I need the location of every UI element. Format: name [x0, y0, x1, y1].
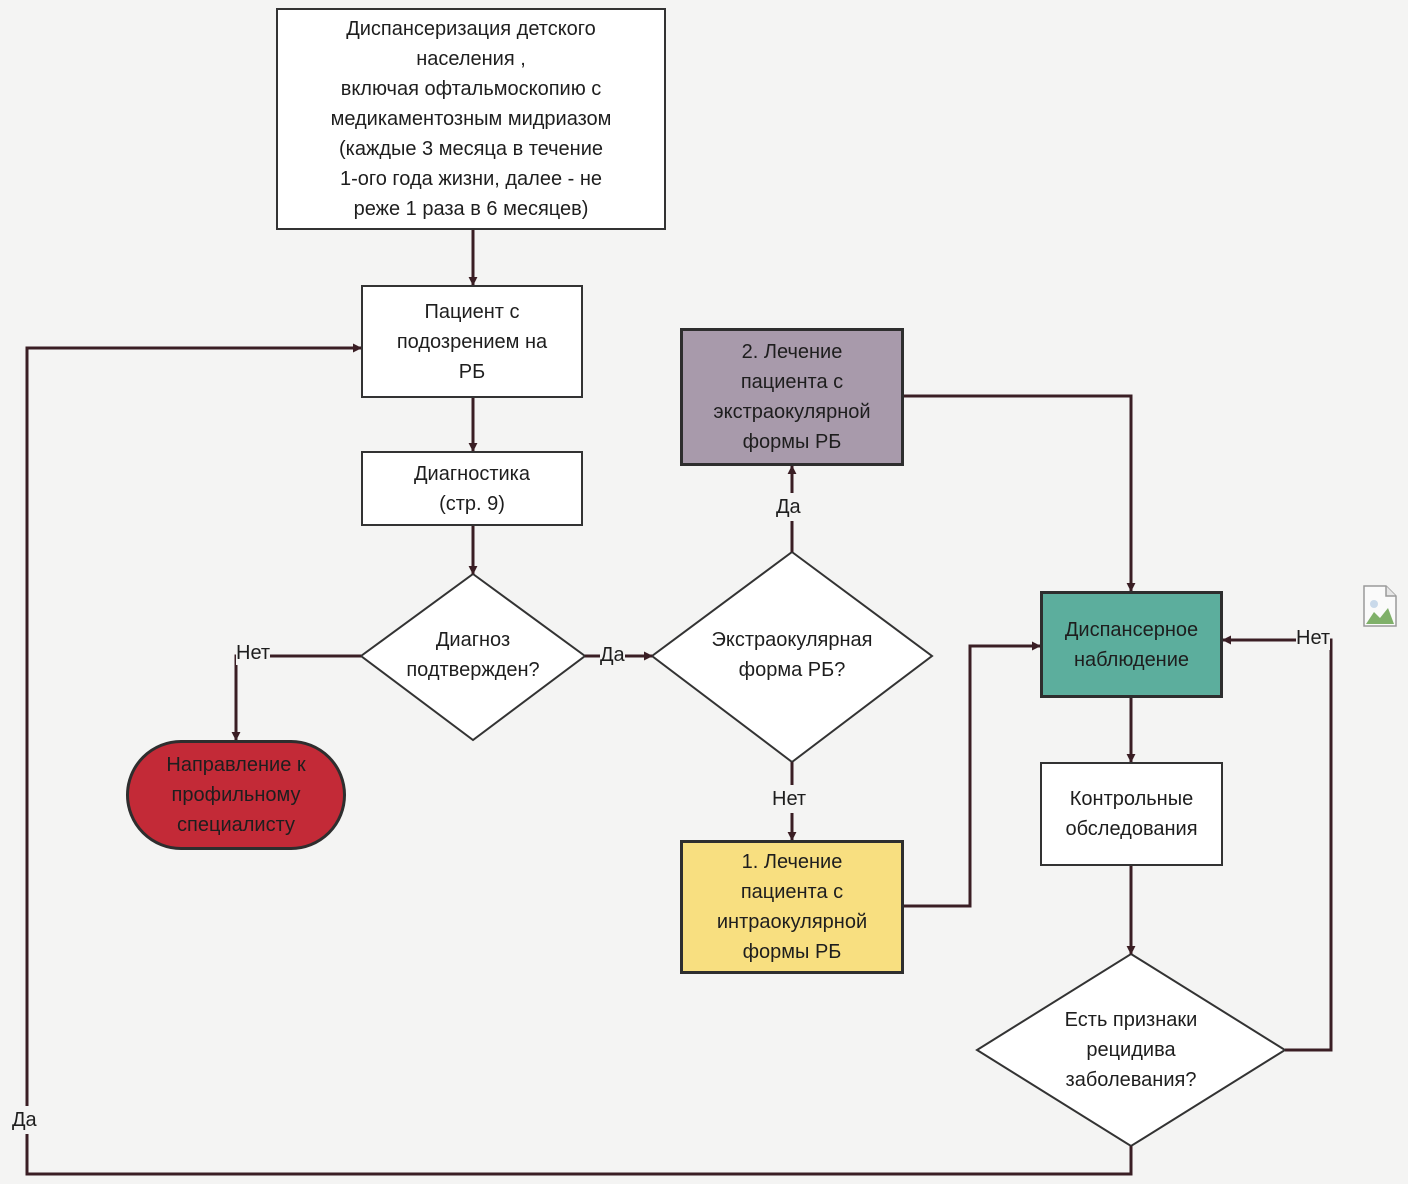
control-exams-box: Контрольные обследования: [1040, 762, 1223, 866]
screening-box: Диспансеризация детского населения , вкл…: [276, 8, 666, 230]
connector-treat-intra-followup: [904, 641, 1041, 908]
referral-terminal: Направление к профильному специалисту: [126, 740, 346, 850]
connector-relapse-yes: [25, 343, 1133, 1176]
decision-confirmed-label: Диагноз подтвержден?: [406, 629, 540, 681]
connector-relapse-no: [1222, 635, 1333, 1052]
edge-label-confirmed-no: Нет: [236, 641, 271, 665]
edge-label-relapse-yes: Да: [12, 1106, 37, 1134]
edge-label-extraocular-yes: Да: [774, 493, 803, 521]
decision-extraocular-label: Экстраокулярная форма РБ?: [711, 629, 873, 681]
edge-label-relapse-no: Нет: [1296, 626, 1331, 650]
connector-treat-extra-followup: [904, 394, 1136, 592]
edge-label-extraocular-no: Нет: [770, 785, 809, 813]
broken-image-icon: [1363, 585, 1397, 627]
decision-diamond-confirmed: [359, 572, 587, 742]
edge-label-confirmed-yes: Да: [600, 643, 625, 667]
treatment-intraocular-box: 1. Лечение пациента с интраокулярной фор…: [680, 840, 904, 974]
diagnostics-box: Диагностика (стр. 9): [361, 451, 583, 526]
follow-up-box: Диспансерное наблюдение: [1040, 591, 1223, 698]
treatment-extraocular-box: 2. Лечение пациента с экстраокулярной фо…: [680, 328, 904, 466]
suspected-patient-box: Пациент с подозрением на РБ: [361, 285, 583, 398]
decision-relapse-label: Есть признаки рецидива заболевания?: [1064, 1009, 1198, 1091]
connector-confirmed-no: [231, 654, 361, 741]
